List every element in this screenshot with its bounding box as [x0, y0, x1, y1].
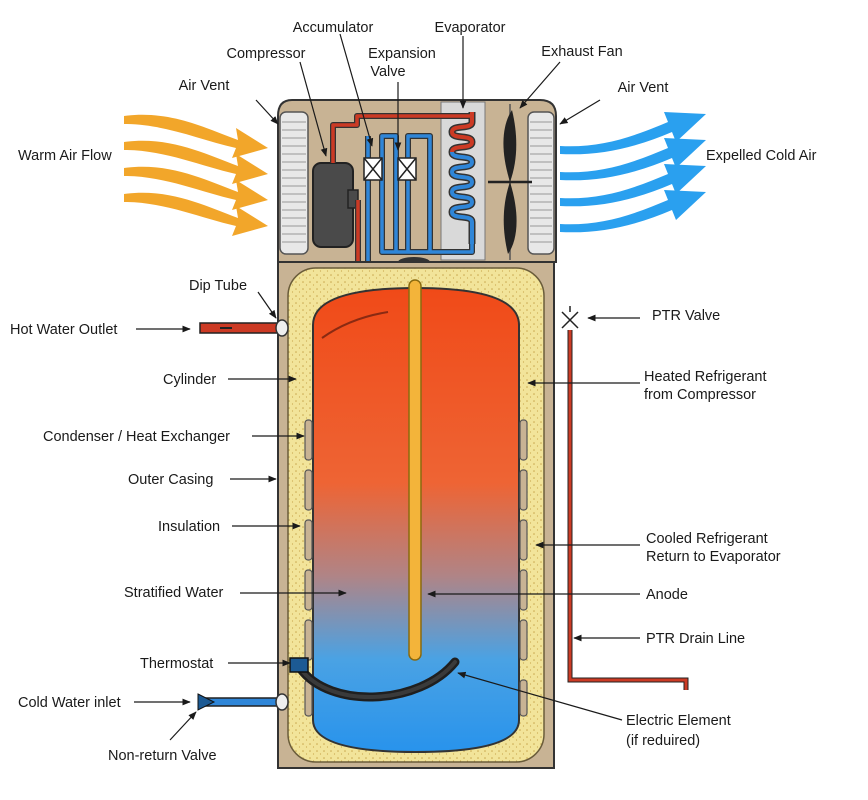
label-accumulator: Accumulator	[293, 20, 374, 36]
label-thermostat: Thermostat	[140, 656, 213, 672]
non-return-valve	[197, 693, 216, 711]
label-cold-water-inlet: Cold Water inlet	[18, 695, 121, 711]
label-ptr-valve: PTR Valve	[652, 308, 720, 324]
evaporator-coil-cold	[449, 151, 475, 244]
label-outer-casing: Outer Casing	[128, 472, 213, 488]
thermostat	[289, 657, 309, 673]
label-stratified-water: Stratified Water	[124, 585, 224, 601]
ptr-drain-line	[568, 330, 688, 690]
label-cooled-refrigerant-line2: Return to Evaporator	[646, 549, 781, 565]
label-air-vent-left: Air Vent	[179, 78, 230, 94]
label-anode: Anode	[646, 587, 688, 603]
anode	[408, 279, 422, 661]
label-condenser: Condenser / Heat Exchanger	[43, 429, 230, 445]
hot-water-outlet-pipe	[199, 322, 283, 334]
expelled-cold-air-arrows	[560, 112, 706, 233]
compressor	[312, 162, 359, 248]
leader-lines	[134, 33, 640, 741]
label-evaporator: Evaporator	[435, 20, 506, 36]
warm-air-flow-arrows	[124, 114, 268, 236]
expansion-valves	[363, 157, 417, 181]
label-cooled-refrigerant-line1: Cooled Refrigerant	[646, 531, 768, 547]
label-electric-element-line1: Electric Element	[626, 713, 731, 729]
label-cylinder: Cylinder	[163, 372, 216, 388]
condenser-coils	[304, 419, 528, 717]
labels: Accumulator Evaporator Compressor Expans…	[10, 20, 817, 764]
heat-pump-unit	[277, 99, 557, 702]
label-heated-refrigerant-line1: Heated Refrigerant	[644, 369, 767, 385]
label-insulation: Insulation	[158, 519, 220, 535]
left-air-vent-grille	[279, 111, 309, 255]
dip-tube	[321, 311, 389, 339]
label-expelled-cold-air: Expelled Cold Air	[706, 148, 817, 164]
label-ptr-drain-line: PTR Drain Line	[646, 631, 745, 647]
label-hot-water-outlet: Hot Water Outlet	[10, 322, 117, 338]
label-warm-air-flow: Warm Air Flow	[18, 148, 112, 164]
label-non-return-valve: Non-return Valve	[108, 748, 217, 764]
label-dip-tube: Dip Tube	[189, 278, 247, 294]
label-expansion-valve-line1: Expansion	[368, 46, 436, 62]
label-electric-element-line2: (if reduired)	[626, 733, 700, 749]
label-exhaust-fan: Exhaust Fan	[541, 44, 622, 60]
label-compressor: Compressor	[227, 46, 306, 62]
label-air-vent-right: Air Vent	[618, 80, 669, 96]
label-heated-refrigerant-line2: from Compressor	[644, 387, 756, 403]
exhaust-fan	[488, 104, 532, 260]
ptr-valve	[561, 306, 579, 329]
water-tank	[197, 261, 689, 769]
evaporator-coil-hot	[449, 112, 475, 153]
label-expansion-valve-line2: Valve	[370, 64, 405, 80]
right-air-vent-grille	[527, 111, 555, 255]
